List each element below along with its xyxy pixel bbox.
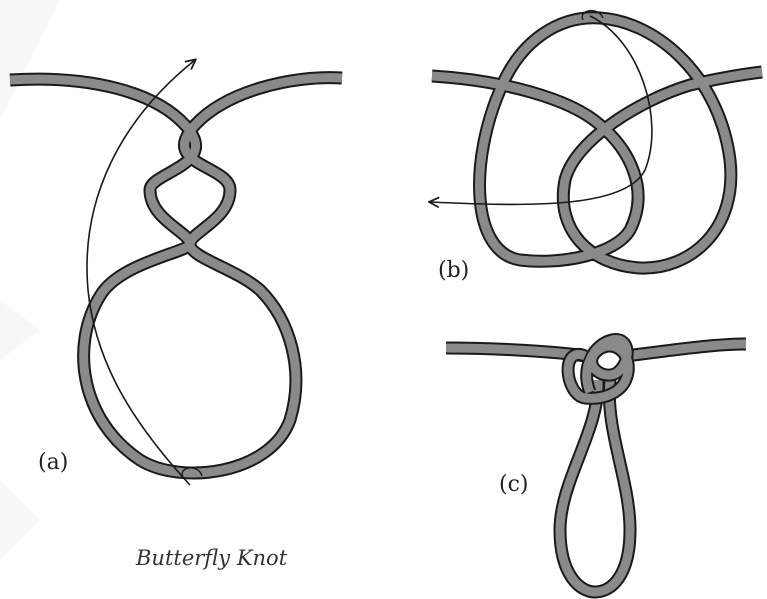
arrow-b xyxy=(430,16,652,204)
figure-caption: Butterfly Knot xyxy=(136,546,287,570)
rope-c-tied-knot xyxy=(446,340,746,592)
rope-a-figure-eight xyxy=(10,78,342,473)
panel-label-a: (a) xyxy=(38,450,68,475)
panel-label-c: (c) xyxy=(499,472,529,497)
panel-label-b: (b) xyxy=(438,258,469,283)
rope-b-loops xyxy=(432,18,762,268)
